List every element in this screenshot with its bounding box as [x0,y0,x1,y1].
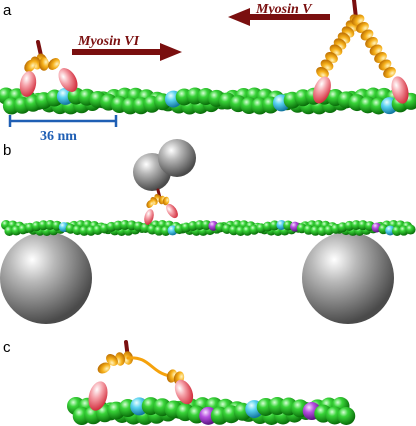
myosin-vi-leading-head [58,68,78,92]
lever-arm-domain [39,57,49,71]
myosin-vi-trailing-head [144,209,154,225]
panel-c: c [3,339,356,425]
lever-arm-domain [316,66,329,79]
actin-filament-c [67,397,356,425]
myosin-v-leading-head [391,76,409,104]
myosin-vi-leading-head [166,203,178,219]
panel-b-label: b [3,142,11,159]
myosin-vi-leading-head [174,379,194,405]
panel-c-label: c [3,339,11,356]
myosin-v-motor [313,0,409,104]
lever-arm-domain [383,66,396,79]
panel-a: a Myosin VI Myosin V 36 nm [0,0,416,144]
lever-arm-domain [162,196,170,206]
lever-arm-domain [48,58,60,70]
myosin-vi-motor-closeup [88,340,194,411]
myosin-v-direction-arrow [228,8,330,26]
myosin-vi-motor [19,40,78,97]
left-bead [0,232,92,324]
myosin-vi-label: Myosin VI [77,34,140,49]
panel-b: b [0,139,416,324]
myosin-vi-direction-arrow [72,43,182,61]
lever-arm-domain [106,354,118,366]
myosin-vi-trailing-head [88,381,108,411]
panel-a-label: a [3,2,12,19]
actin-filament-b [1,220,416,236]
actin-filament-a [0,87,416,115]
actin-subunit [405,224,416,235]
myosin-vi-trailing-head [19,71,37,97]
right-bead [302,232,394,324]
myosin-vi-motor-with-beads [144,188,178,225]
myosin-v-trailing-head [313,76,331,104]
scale-bar [8,115,118,127]
scale-bar-label: 36 nm [40,129,77,144]
lever-arm-domain [97,362,111,374]
actin-subunit [337,406,356,425]
lever-arm-domain [146,199,154,209]
flexible-linker [126,356,172,378]
myosin-v-label: Myosin V [255,2,313,17]
lever-arm-domain [24,59,36,73]
small-bead-right [158,139,196,177]
